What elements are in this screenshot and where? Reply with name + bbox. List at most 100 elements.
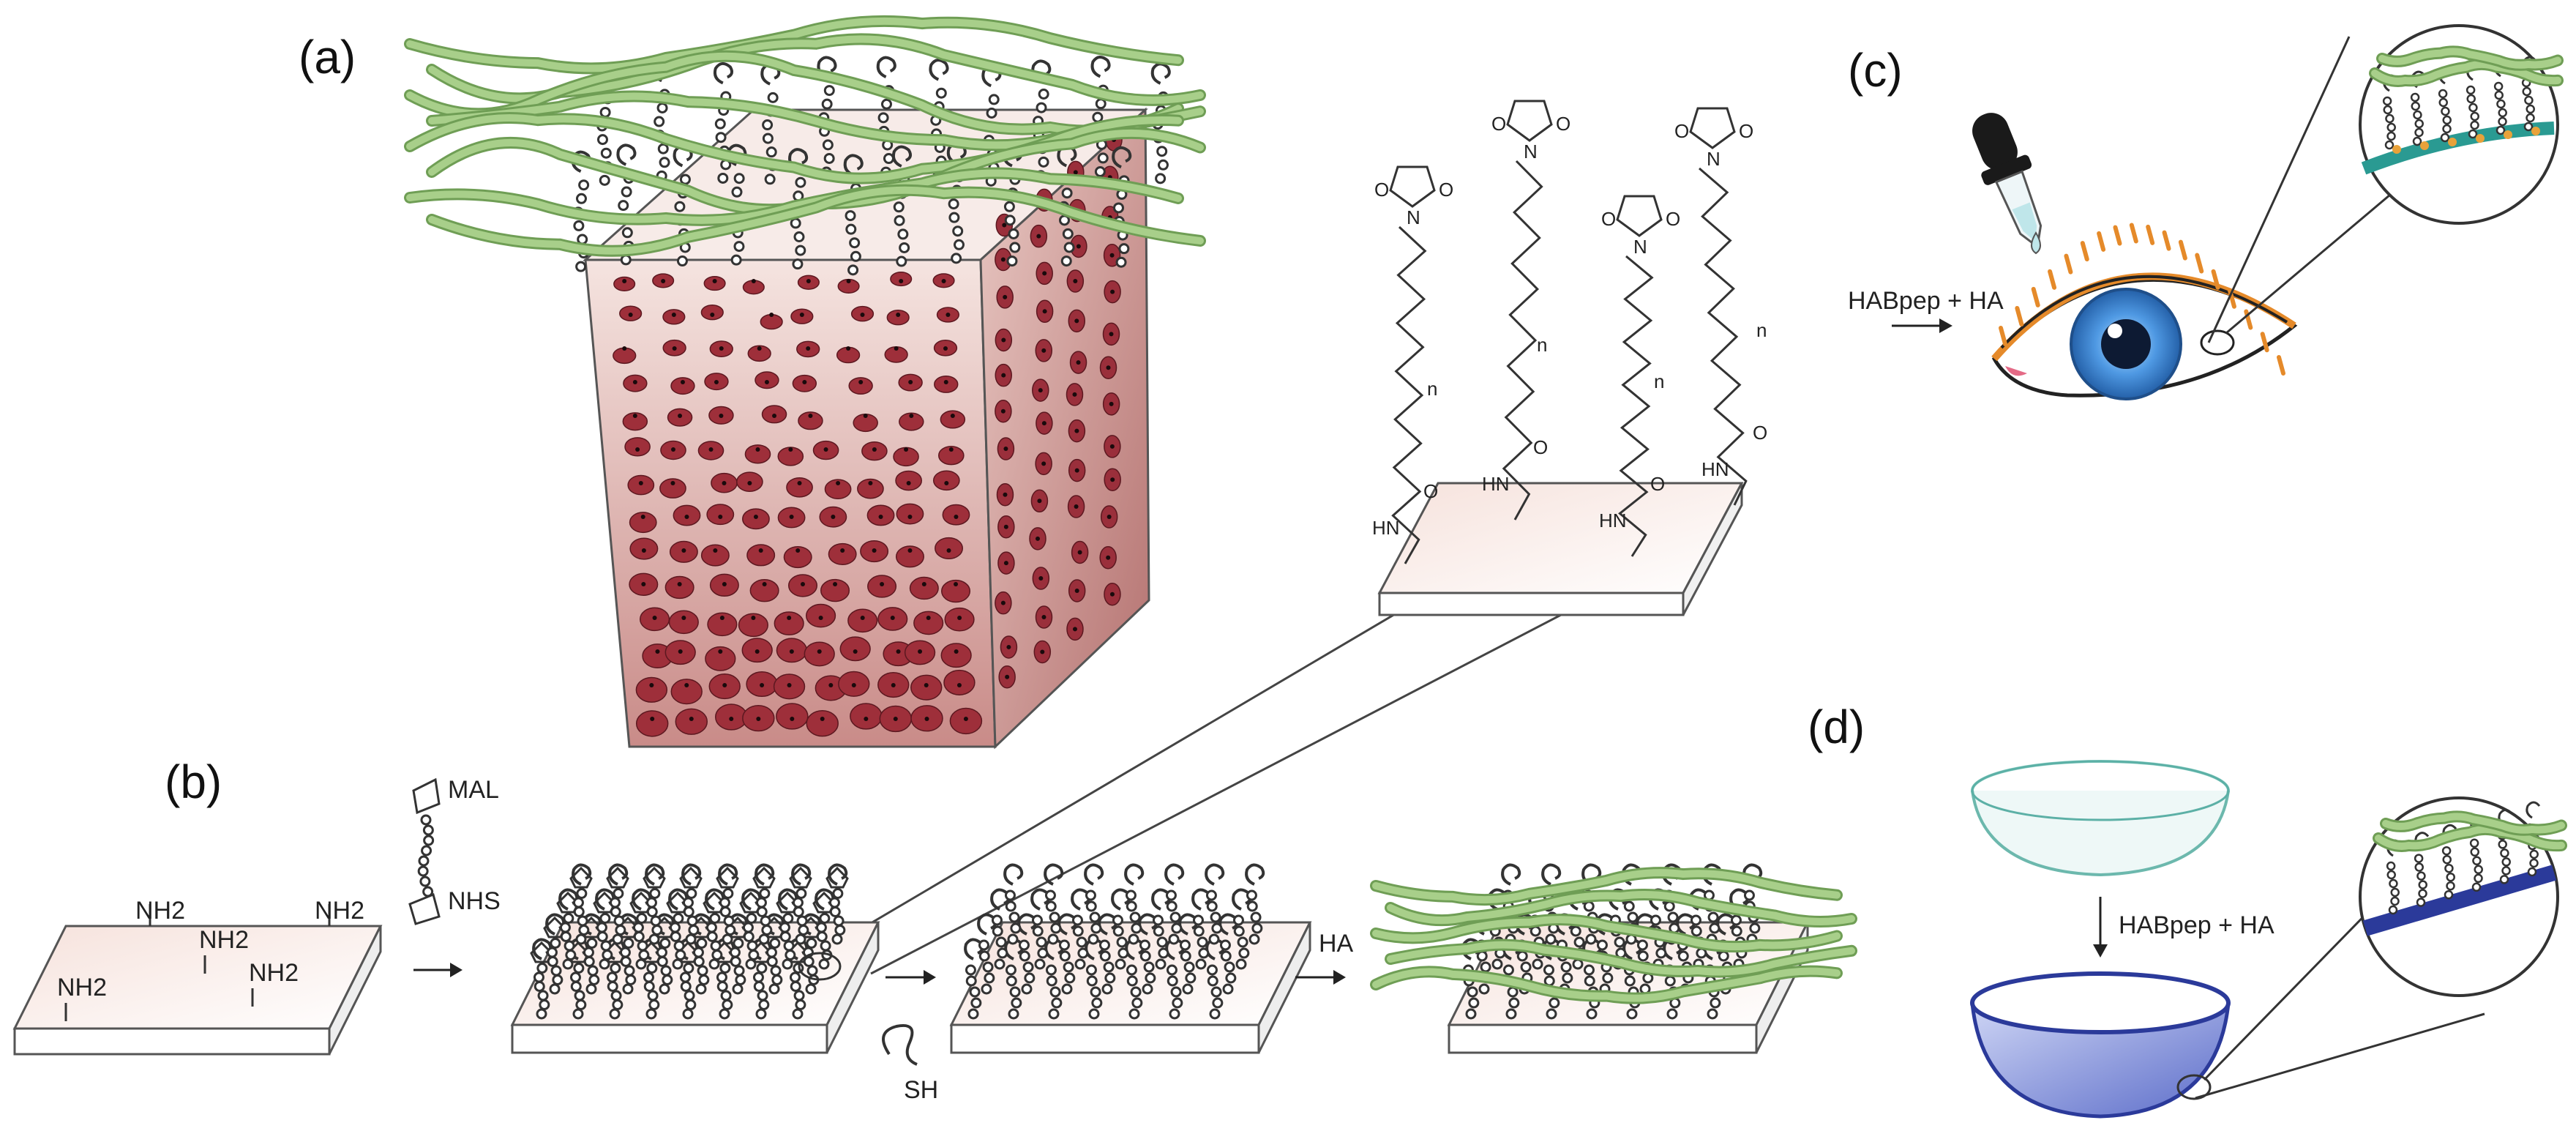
cell — [932, 470, 960, 491]
slab-peptide — [949, 863, 1312, 1054]
cell — [705, 646, 736, 671]
cell — [629, 512, 657, 534]
cell — [940, 579, 971, 603]
cell — [910, 674, 943, 701]
cell — [857, 478, 884, 499]
inset-slab-front — [1378, 591, 1685, 616]
amine-label: NH2 — [57, 974, 107, 1001]
reaction-arrow — [1892, 318, 1952, 333]
cell — [777, 447, 804, 466]
cell — [806, 710, 839, 737]
contact-lens-coated — [1970, 971, 2231, 1119]
reaction-arrow — [413, 963, 463, 977]
dropper-icon — [1972, 113, 2043, 249]
reaction-arrow — [2093, 897, 2108, 958]
repeat-unit-label: n — [1756, 319, 1767, 341]
cell — [747, 345, 771, 362]
repeat-unit-label: n — [1427, 378, 1437, 400]
cell — [706, 504, 735, 526]
cell — [700, 544, 730, 567]
cell — [786, 477, 813, 498]
cell — [670, 377, 695, 395]
cell — [624, 437, 651, 457]
cell — [940, 410, 966, 429]
cell — [828, 542, 857, 566]
panel-d-label: (d) — [1808, 701, 1865, 753]
panel-b-label: (b) — [165, 755, 222, 808]
cell — [783, 545, 812, 569]
magnified-lens-inset — [2195, 796, 2567, 1100]
cell — [820, 578, 850, 602]
cell — [848, 377, 873, 395]
cell — [847, 608, 878, 633]
ether-oxygen-label: O — [1533, 436, 1548, 458]
cell — [824, 479, 852, 499]
reaction-arrow — [886, 970, 936, 985]
amide-label: HN — [1482, 473, 1510, 495]
panel-b: (b) NH2 NH2 NH2 NH2 NH2 MAL NHS — [12, 755, 1857, 1104]
amide-label: HN — [1701, 458, 1729, 480]
ha-reagent-label: HA — [1319, 930, 1354, 958]
cell — [839, 636, 871, 662]
thiol-label: SH — [904, 1076, 938, 1104]
eye-icon — [1991, 223, 2298, 400]
carbonyl-oxygen-label: O — [1739, 120, 1753, 142]
linker-mal-label: MAL — [448, 776, 499, 804]
amine-label: NH2 — [135, 897, 185, 925]
carbonyl-oxygen-label: O — [1374, 179, 1389, 201]
cell — [746, 544, 776, 567]
carbonyl-oxygen-label: O — [1491, 113, 1506, 135]
cell — [935, 537, 964, 560]
cell — [940, 643, 972, 668]
amide-label: HN — [1372, 517, 1400, 539]
cell — [909, 576, 939, 600]
cell — [749, 578, 779, 602]
cell — [613, 276, 636, 291]
slab-maleimide — [510, 863, 880, 1054]
zoom-connector — [797, 555, 1618, 975]
cell — [804, 641, 835, 667]
cell — [664, 575, 694, 600]
panel-c-label: (c) — [1848, 44, 1903, 97]
cell — [774, 611, 804, 635]
cell — [738, 613, 768, 638]
carbonyl-oxygen-label: O — [1601, 208, 1616, 230]
lens-reagent-label: HABpep + HA — [2119, 911, 2274, 939]
repeat-unit-label: n — [1654, 370, 1664, 392]
linker-nhs-label: NHS — [448, 887, 501, 915]
ether-oxygen-label: O — [1753, 422, 1767, 444]
slab-hyaluronan — [1370, 863, 1857, 1054]
cell — [707, 612, 738, 637]
reaction-arrow: HA — [1295, 930, 1354, 985]
tissue-front-face — [584, 258, 997, 748]
cell — [896, 503, 924, 525]
hyaluronan-strands — [404, 15, 1206, 257]
ether-oxygen-label: O — [1423, 480, 1438, 502]
cell — [886, 309, 910, 326]
cell — [895, 470, 923, 491]
cell — [635, 676, 668, 703]
cell — [776, 703, 809, 730]
carbonyl-oxygen-label: O — [1666, 208, 1680, 230]
cell — [913, 611, 944, 635]
panel-d: (d) HABpep + HA — [1808, 701, 2567, 1119]
amine-label: NH2 — [315, 897, 364, 925]
cell — [659, 478, 686, 499]
slab-amine: NH2 NH2 NH2 NH2 NH2 — [12, 897, 383, 1056]
cell — [700, 304, 724, 321]
cell — [798, 411, 823, 430]
cell — [850, 703, 883, 730]
amine-label: NH2 — [249, 959, 299, 987]
cell — [635, 710, 669, 737]
amine-label: NH2 — [199, 926, 249, 954]
eye-reagent-label: HABpep + HA — [1848, 287, 2004, 315]
drop-icon — [2031, 231, 2041, 255]
ether-oxygen-label: O — [1650, 473, 1665, 495]
maleimide-nitrogen-label: N — [1524, 141, 1538, 163]
magnified-surface-inset — [2207, 24, 2564, 343]
cell — [744, 444, 771, 464]
carbonyl-oxygen-label: O — [1439, 179, 1453, 201]
